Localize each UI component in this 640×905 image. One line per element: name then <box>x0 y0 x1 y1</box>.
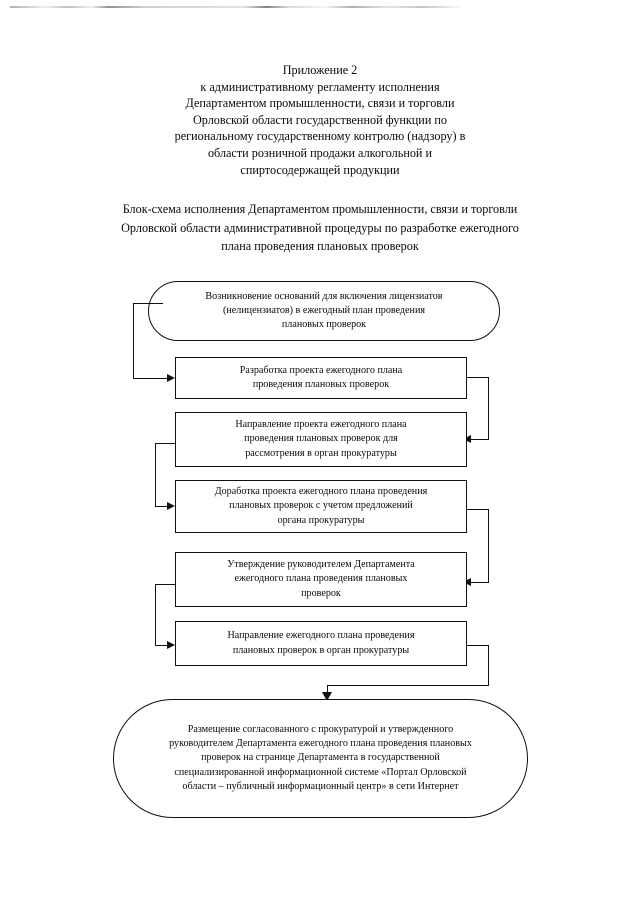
flow-node-step-2: Направление проекта ежегодного плана про… <box>175 412 467 467</box>
connector-step5-to-end-vertical <box>488 645 489 685</box>
flow-node-step-1: Разработка проекта ежегодного плана пров… <box>175 357 467 399</box>
connector-step1-to-step2-top <box>467 377 489 378</box>
flow-node-step-2-line-2: проведения плановых проверок для <box>244 433 398 445</box>
flow-node-step-3-line-3: органа прокуратуры <box>277 514 365 526</box>
connector-step5-to-end-top <box>467 645 489 646</box>
flow-node-step-4-line-1: Утверждение руководителем Департамента <box>227 559 415 571</box>
connector-step3-to-step4-bottom <box>471 582 489 583</box>
flow-node-end-line-3: проверок на странице Департамента в госу… <box>201 752 440 764</box>
flow-node-step-1-line-2: проведения плановых проверок <box>252 379 390 390</box>
flow-node-start-line-1: Возникновение оснований для включения ли… <box>205 290 443 302</box>
connector-step2-to-step3-top <box>155 443 176 444</box>
connector-step1-to-step2-bottom <box>471 439 489 440</box>
header-line-6: области розничной продажи алкогольной и <box>207 145 433 160</box>
flow-node-end-line-5: области – публичный информационный центр… <box>182 780 459 792</box>
flow-node-step-4-line-3: проверок <box>301 587 341 599</box>
arrowhead-into-step2 <box>463 434 471 443</box>
flow-node-end-line-1: Размещение согласованного с прокуратурой… <box>187 723 454 735</box>
connector-start-to-step1-vertical <box>133 303 134 378</box>
header-line-3: Департаментом промышленности, связи и то… <box>185 96 455 111</box>
flow-node-step-5-line-2: плановых проверок в орган прокуратуры <box>232 644 410 656</box>
connector-step4-to-step5-top <box>155 584 176 585</box>
arrowhead-into-step4 <box>463 577 471 586</box>
flow-node-end: Размещение согласованного с прокуратурой… <box>113 699 528 818</box>
flow-node-start: Возникновение оснований для включения ли… <box>148 281 500 341</box>
scan-artifact <box>10 6 460 8</box>
header-line-1: Приложение 2 <box>282 63 358 77</box>
flow-node-end-line-4: специализированной информационной систем… <box>174 766 467 778</box>
header-line-4: Орловской области государственной функци… <box>192 112 448 127</box>
arrowhead-into-step5 <box>167 640 175 649</box>
flow-node-step-5-line-1: Направление ежегодного плана проведения <box>227 630 415 642</box>
flow-node-step-3: Доработка проекта ежегодного плана прове… <box>175 480 467 533</box>
flow-node-step-4-line-2: ежегодного плана проведения плановых <box>234 573 408 585</box>
header-line-5: региональному государственному контролю … <box>174 129 466 144</box>
connector-step1-to-step2-vertical <box>488 377 489 439</box>
subtitle-line-1: Блок-схема исполнения Департаментом пром… <box>122 202 518 216</box>
flow-node-start-line-2: (нелицензиатов) в ежегодный план проведе… <box>223 304 425 316</box>
connector-step3-to-step4-top <box>467 509 489 510</box>
arrowhead-into-step3 <box>167 501 175 510</box>
appendix-header: Приложение 2 к административному регламе… <box>170 62 470 178</box>
flow-node-step-5: Направление ежегодного плана проведения … <box>175 621 467 666</box>
header-line-7: спиртосодержащей продукции <box>240 162 400 177</box>
arrowhead-into-step1 <box>167 373 175 382</box>
connector-step4-to-step5-vertical <box>155 584 156 645</box>
subtitle-line-2: Орловской области административной проце… <box>121 220 519 235</box>
subtitle-line-3: плана проведения плановых проверок <box>221 239 419 253</box>
flow-node-step-3-line-1: Доработка проекта ежегодного плана прове… <box>214 486 428 498</box>
flowchart-title: Блок-схема исполнения Департаментом пром… <box>40 200 600 256</box>
connector-step2-to-step3-vertical <box>155 443 156 506</box>
connector-start-to-step1-top <box>133 303 163 304</box>
flow-node-step-1-line-1: Разработка проекта ежегодного плана <box>239 364 403 376</box>
flow-node-step-2-line-1: Направление проекта ежегодного плана <box>235 419 407 431</box>
flow-node-step-3-line-2: плановых проверок с учетом предложений <box>229 500 413 512</box>
connector-start-to-step1-bottom <box>133 378 168 379</box>
connector-step5-to-end-drop <box>327 685 328 694</box>
flow-node-end-line-2: руководителем Департамента ежегодного пл… <box>169 738 472 750</box>
header-line-2: к административному регламенту исполнени… <box>200 79 440 94</box>
arrowhead-into-end <box>322 692 332 701</box>
flow-node-step-2-line-3: рассмотрения в орган прокуратуры <box>245 447 397 459</box>
connector-step5-to-end-bottom <box>327 685 489 686</box>
connector-step3-to-step4-vertical <box>488 509 489 582</box>
connector-step4-to-step5-bottom <box>155 645 168 646</box>
flow-node-step-4: Утверждение руководителем Департамента е… <box>175 552 467 607</box>
connector-step2-to-step3-bottom <box>155 506 168 507</box>
flow-node-start-line-3: плановых проверок <box>281 319 367 331</box>
